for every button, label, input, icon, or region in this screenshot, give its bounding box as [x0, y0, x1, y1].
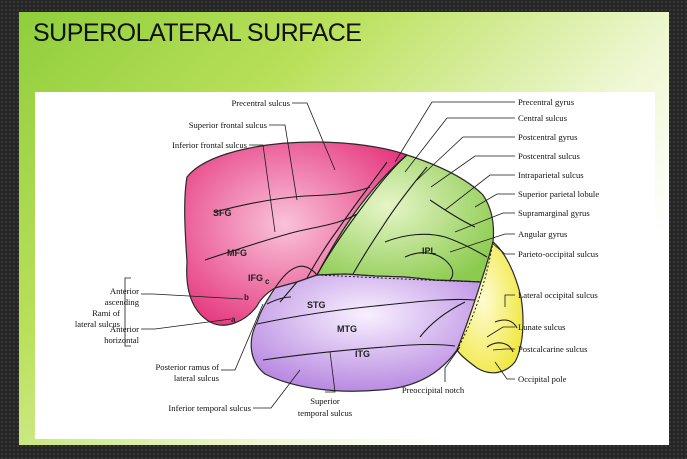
label-lunate-sulcus: Lunate sulcus: [518, 322, 566, 332]
brain-diagram-panel: SFG MFG IFG c b a IPL STG MTG ITG Precen…: [35, 92, 655, 439]
label-ifg: IFG: [248, 273, 263, 283]
label-precentral-gyrus: Precentral gyrus: [518, 97, 575, 107]
sulci-lines: [204, 154, 518, 361]
label-intraparietal-sulcus: Intraparietal sulcus: [518, 170, 584, 180]
label-posterior-ramus-1: Posterior ramus of: [156, 362, 220, 372]
leader-lines: [141, 101, 515, 409]
label-inferior-temporal-sulcus: Inferior temporal sulcus: [168, 403, 251, 413]
temporal-lobe: [250, 273, 482, 392]
occipital-boundary-dotted: [456, 241, 494, 351]
label-superior-parietal-lobule: Superior parietal lobule: [518, 189, 599, 199]
label-mfg: MFG: [227, 248, 247, 258]
label-ipl: IPL: [422, 246, 437, 256]
label-superior-frontal-sulcus: Superior frontal sulcus: [189, 120, 268, 130]
label-supramarginal-gyrus: Supramarginal gyrus: [518, 208, 590, 218]
rami-bracket: [124, 277, 131, 347]
label-inferior-frontal-sulcus: Inferior frontal sulcus: [172, 140, 248, 150]
label-c: c: [265, 277, 270, 286]
label-posterior-ramus-2: lateral sulcus: [174, 373, 220, 383]
label-preoccipital-notch: Preoccipital notch: [402, 385, 465, 395]
label-superior-temporal-2: temporal sulcus: [298, 408, 353, 418]
label-stg: STG: [307, 300, 326, 310]
label-anterior-ascending-2: ascending: [105, 297, 140, 307]
label-rami-1: Rami of: [92, 308, 120, 318]
label-precentral-sulcus: Precentral sulcus: [232, 98, 291, 108]
label-lateral-occipital-sulcus: Lateral occipital sulcus: [518, 290, 598, 300]
label-occipital-pole: Occipital pole: [518, 374, 567, 384]
brain-diagram: SFG MFG IFG c b a IPL STG MTG ITG Precen…: [75, 97, 599, 418]
label-parieto-occipital-sulcus: Parieto-occipital sulcus: [518, 249, 599, 259]
label-rami-2: lateral sulcus: [75, 319, 121, 329]
label-itg: ITG: [355, 349, 370, 359]
label-central-sulcus: Central sulcus: [518, 113, 568, 123]
label-postcalcarine-sulcus: Postcalcarine sulcus: [518, 344, 588, 354]
label-anterior-ascending-1: Anterior: [110, 286, 139, 296]
label-mtg: MTG: [337, 324, 357, 334]
lobe-boundary-dotted: [316, 274, 482, 283]
slide-title: SUPEROLATERAL SURFACE: [33, 19, 362, 47]
label-superior-temporal-1: Superior: [310, 396, 340, 406]
label-angular-gyrus: Angular gyrus: [518, 229, 568, 239]
label-anterior-horizontal-1: Anterior: [110, 324, 139, 334]
label-sfg: SFG: [213, 208, 232, 218]
label-b: b: [244, 293, 249, 302]
label-postcentral-gyrus: Postcentral gyrus: [518, 132, 578, 142]
label-a: a: [231, 315, 236, 324]
label-postcentral-sulcus: Postcentral sulcus: [518, 151, 580, 161]
label-anterior-horizontal-2: horizontal: [104, 335, 139, 345]
